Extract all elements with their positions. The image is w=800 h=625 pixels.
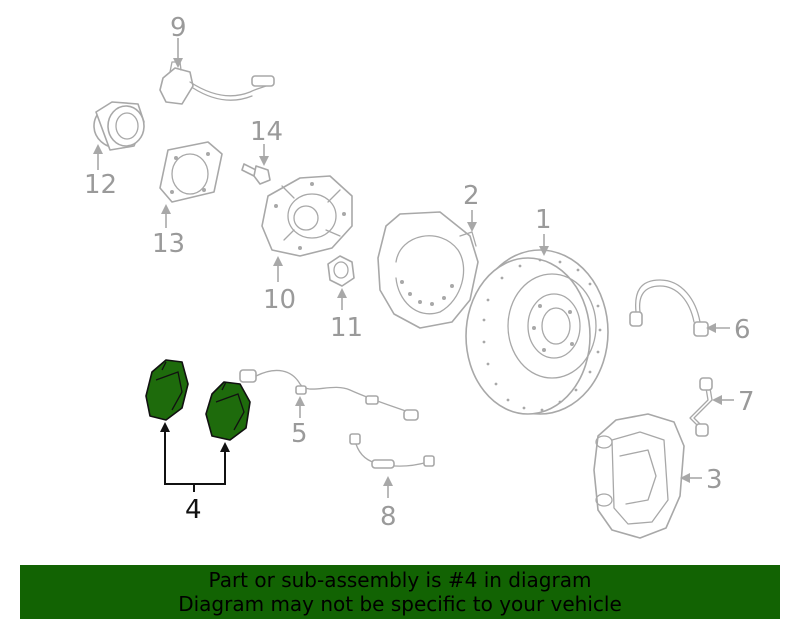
part-11-hub-nut[interactable] <box>327 255 355 287</box>
callout-13-number: 13 <box>152 229 185 259</box>
callout-9-number: 9 <box>170 13 187 43</box>
callout-14: 14 <box>250 117 283 166</box>
banner-line-2: Diagram may not be specific to your vehi… <box>178 592 622 616</box>
callout-5: 5 <box>291 396 308 449</box>
brake-pad-right[interactable] <box>205 381 251 441</box>
callout-4-number: 4 <box>185 495 202 525</box>
callout-2-number: 2 <box>463 181 480 211</box>
callout-11: 11 <box>330 288 363 343</box>
callout-1: 1 <box>535 205 552 256</box>
callout-10-number: 10 <box>263 285 296 315</box>
callout-1-number: 1 <box>535 205 552 235</box>
part-8-wear-sensor[interactable] <box>349 433 435 469</box>
callout-6-number: 6 <box>734 315 751 345</box>
callout-13: 13 <box>152 204 185 259</box>
callout-6: 6 <box>706 315 751 345</box>
callout-4: 4 <box>160 422 230 525</box>
banner-line-1: Part or sub-assembly is #4 in diagram <box>208 568 592 592</box>
parts-diagram: 9 12 13 14 <box>84 13 755 539</box>
callout-2: 2 <box>463 181 480 232</box>
part-14-bolt[interactable] <box>241 163 271 185</box>
part-1-brake-rotor[interactable] <box>465 249 609 415</box>
part-5-wear-sensor[interactable] <box>239 369 419 421</box>
callout-3-number: 3 <box>706 465 723 495</box>
callout-3: 3 <box>680 465 723 495</box>
part-13-spacer-plate[interactable] <box>159 141 223 203</box>
callout-12: 12 <box>84 144 117 200</box>
part-3-caliper[interactable] <box>593 413 685 539</box>
part-7-brake-line[interactable] <box>689 377 713 437</box>
part-4-brake-pads[interactable] <box>145 359 251 441</box>
callout-8-number: 8 <box>380 502 397 532</box>
callout-8: 8 <box>380 476 397 532</box>
part-9-speed-sensor[interactable] <box>159 61 275 105</box>
callout-10: 10 <box>263 256 296 315</box>
callout-7: 7 <box>712 387 755 417</box>
part-10-wheel-hub[interactable] <box>261 175 353 257</box>
callout-11-number: 11 <box>330 313 363 343</box>
brake-pad-left[interactable] <box>145 359 189 421</box>
callout-12-number: 12 <box>84 170 117 200</box>
part-2-splash-shield[interactable] <box>377 211 479 329</box>
callout-5-number: 5 <box>291 419 308 449</box>
part-12-wheel-bearing[interactable] <box>93 101 145 151</box>
part-info-banner: Part or sub-assembly is #4 in diagram Di… <box>20 565 780 619</box>
callout-7-number: 7 <box>738 387 755 417</box>
callout-14-number: 14 <box>250 117 283 147</box>
part-6-brake-hose[interactable] <box>629 279 709 337</box>
callout-9: 9 <box>170 13 187 68</box>
